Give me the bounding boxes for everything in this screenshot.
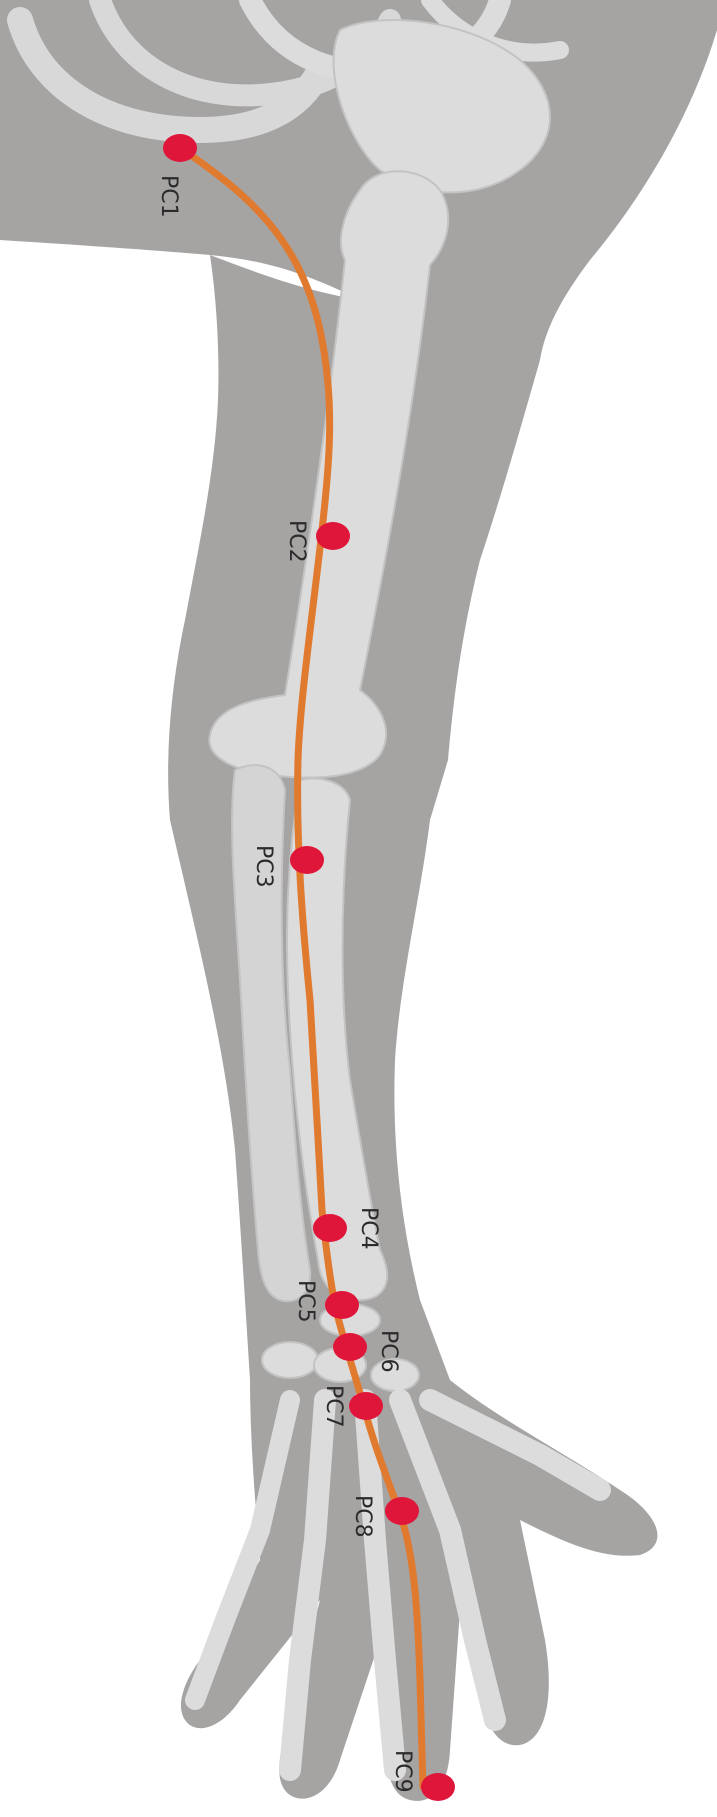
acupoint-label: PC9 [390,1750,415,1793]
acupoint-dot [421,1773,455,1801]
acupoint-label: PC7 [321,1385,346,1428]
acupoint-dot [316,522,350,550]
acupoint-label: PC4 [356,1207,381,1250]
acupoint-dot [333,1333,367,1361]
acupoint-label: PC3 [251,845,276,888]
acupoint-label: PC5 [293,1280,318,1323]
acupoint-dot [313,1214,347,1242]
acupoint-dot [290,846,324,874]
acupoint-dot [325,1291,359,1319]
acupoint-label: PC2 [284,520,309,563]
acupoint-label: PC1 [156,175,181,218]
acupoint-dot [385,1497,419,1525]
acupoint-dot [163,134,197,162]
acupoint-label: PC6 [376,1330,401,1373]
acupoint-dot [349,1392,383,1420]
carpal-bone [262,1342,318,1378]
acupoint-label: PC8 [350,1495,375,1538]
